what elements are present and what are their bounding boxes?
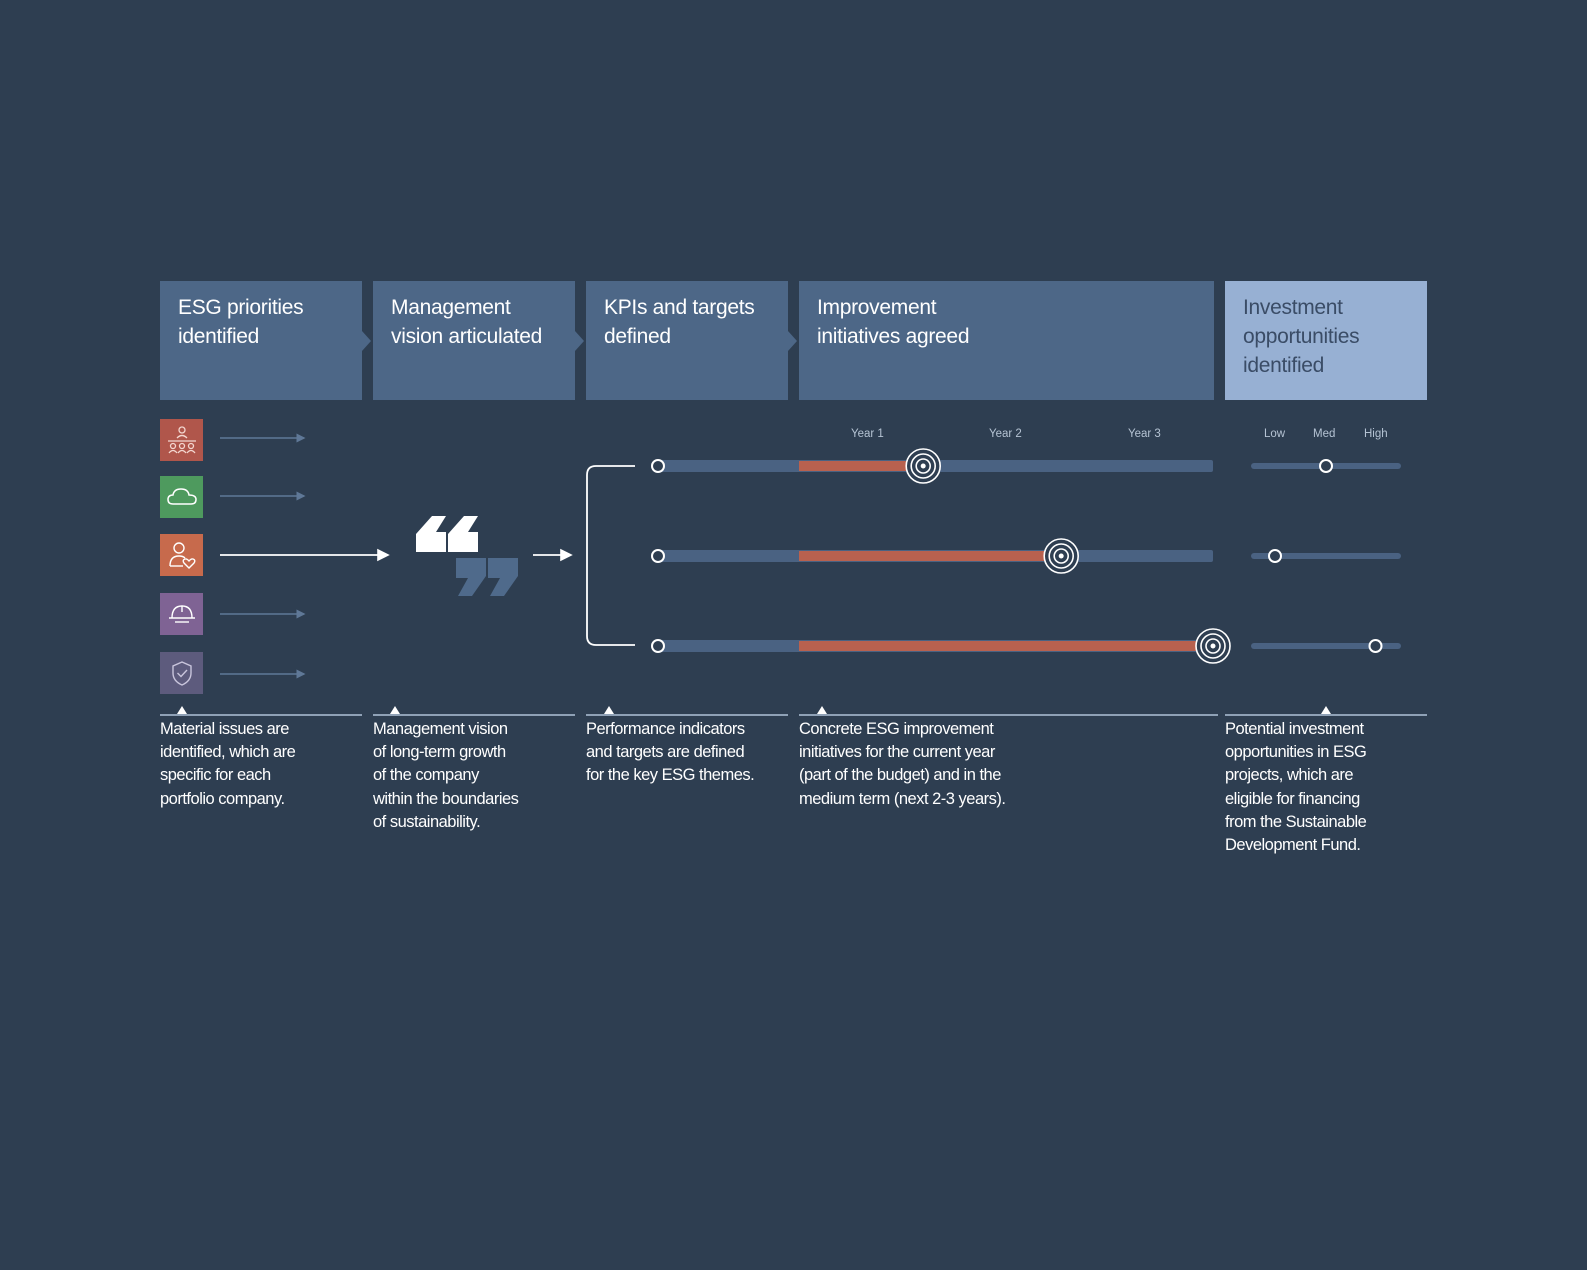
scale-knob <box>1319 459 1333 473</box>
timeline-rows <box>651 448 1231 664</box>
header-management-vision: Management vision articulated <box>373 281 584 400</box>
scale-label-med: Med <box>1313 428 1336 440</box>
scale-track <box>1251 643 1401 649</box>
description-line: projects, which are <box>1225 766 1354 785</box>
community-icon-tile <box>160 419 203 461</box>
helmet-icon <box>168 605 195 623</box>
header-line: Management <box>391 296 511 319</box>
section-divider <box>586 714 788 716</box>
header-line: initiatives agreed <box>817 325 970 348</box>
timeline-label-year-3: Year 3 <box>1128 428 1161 440</box>
social-icon-tile <box>160 534 203 576</box>
scale-label-high: High <box>1364 428 1388 440</box>
timeline-label-year-1: Year 1 <box>851 428 884 440</box>
description-improvement-initiatives: Concrete ESG improvement initiatives for… <box>799 718 1079 811</box>
header-investment-opportunities: Investment opportunities identified <box>1225 281 1427 400</box>
kpi-bracket <box>586 465 635 646</box>
caret-up-icon <box>177 706 187 714</box>
header-line: vision articulated <box>391 325 543 348</box>
people-care-icon <box>168 542 195 569</box>
caret-up-icon <box>390 706 400 714</box>
header-line: KPIs and targets <box>604 296 755 319</box>
caret-up-icon <box>817 706 827 714</box>
scale-track <box>1251 553 1401 559</box>
description-line: specific for each <box>160 766 271 785</box>
target-icon-center <box>1210 643 1216 649</box>
timeline-progress-bar <box>799 641 1213 651</box>
description-line: medium term (next 2-3 years). <box>799 789 1006 808</box>
section-divider <box>373 714 575 716</box>
description-line: eligible for financing <box>1225 789 1360 808</box>
section-divider <box>799 714 1218 716</box>
description-line: of the company <box>373 766 479 785</box>
description-line: Development Fund. <box>1225 836 1361 855</box>
description-investment-opportunities: Potential investment opportunities in ES… <box>1225 718 1430 857</box>
header-esg-priorities: ESG priorities identified <box>160 281 371 400</box>
description-line: Performance indicators <box>586 720 745 738</box>
description-line: identified, which are <box>160 743 296 762</box>
header-line: opportunities <box>1243 325 1360 348</box>
description-line: Potential investment <box>1225 720 1364 738</box>
caret-up-icon <box>604 706 614 714</box>
timeline-start-node <box>651 639 665 653</box>
chevron-right-icon <box>362 331 371 351</box>
description-line: for the key ESG themes. <box>586 766 755 785</box>
timeline-progress-bar <box>799 461 924 471</box>
description-line: portfolio company. <box>160 789 285 808</box>
description-line: and targets are defined <box>586 743 745 762</box>
timeline-label-year-2: Year 2 <box>989 428 1022 440</box>
scale-label-low: Low <box>1264 428 1286 440</box>
environment-icon-tile <box>160 476 203 518</box>
timeline-start-node <box>651 459 665 473</box>
header-line: defined <box>604 325 671 348</box>
header-kpis-targets: KPIs and targets defined <box>586 281 797 400</box>
description-line: within the boundaries <box>373 789 519 808</box>
target-icon-ring <box>1205 638 1221 654</box>
description-line: (part of the budget) and in the <box>799 766 1001 785</box>
scale-knob <box>1368 639 1383 653</box>
target-icon-ring <box>1053 548 1069 564</box>
description-line: Material issues are <box>160 720 289 738</box>
description-line: Concrete ESG improvement <box>799 720 994 738</box>
header-line: ESG priorities <box>178 296 304 319</box>
description-line: from the Sustainable <box>1225 812 1367 831</box>
header-line: identified <box>1243 354 1325 377</box>
target-icon-center <box>920 463 926 469</box>
community-icon <box>167 426 196 454</box>
scale-knob <box>1268 549 1282 563</box>
description-esg-priorities: Material issues are identified, which ar… <box>160 718 365 811</box>
section-divider <box>1225 714 1427 716</box>
target-icon-ring <box>910 453 937 479</box>
timeline-start-node <box>651 549 665 563</box>
cloud-icon <box>166 488 197 505</box>
header-line: identified <box>178 325 260 348</box>
target-icon-ring <box>915 458 932 474</box>
chevron-right-icon <box>575 331 584 351</box>
shield-check-icon <box>171 661 192 686</box>
target-icon-ring <box>1048 543 1074 569</box>
timeline-progress-bar <box>799 551 1062 561</box>
investment-scale-rows <box>1251 459 1401 653</box>
target-icon-center <box>1058 553 1064 559</box>
governance-icon-tile <box>160 652 203 694</box>
description-kpis-targets: Performance indicators and targets are d… <box>586 718 791 788</box>
description-line: of sustainability. <box>373 812 481 831</box>
description-line: Management vision <box>373 720 508 738</box>
description-line: of long-term growth <box>373 743 506 762</box>
description-line: opportunities in ESG <box>1225 743 1367 762</box>
quote-icon <box>416 516 518 596</box>
caret-up-icon <box>1321 706 1331 714</box>
header-line: Improvement <box>817 296 937 319</box>
description-line: initiatives for the current year <box>799 743 995 762</box>
section-divider <box>160 714 362 716</box>
header-improvement-initiatives: Improvement initiatives agreed <box>799 281 1214 400</box>
chevron-right-icon <box>788 331 797 351</box>
description-management-vision: Management vision of long-term growth of… <box>373 718 578 834</box>
safety-icon-tile <box>160 593 203 635</box>
header-line: Investment <box>1243 296 1343 319</box>
target-icon-ring <box>1200 633 1226 659</box>
